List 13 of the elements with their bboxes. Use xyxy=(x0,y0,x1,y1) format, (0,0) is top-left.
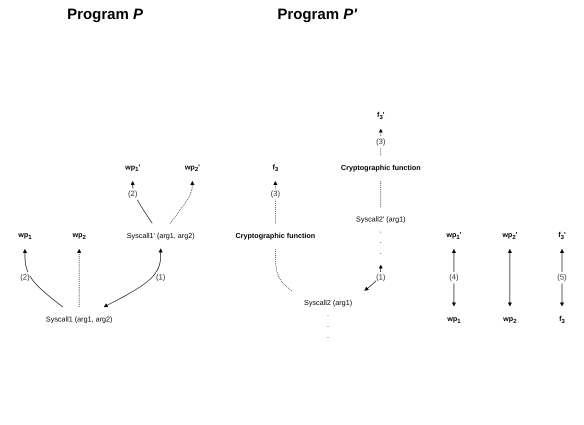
arrow xyxy=(104,248,163,308)
arrow xyxy=(452,248,456,306)
arrow xyxy=(170,180,194,224)
connector xyxy=(380,180,382,208)
arrow xyxy=(560,248,564,306)
column-heading: Program P xyxy=(67,6,144,22)
arrow xyxy=(508,248,512,306)
arrow xyxy=(77,248,82,308)
column-heading: Program P' xyxy=(277,6,357,22)
arrow xyxy=(130,180,153,224)
arrow xyxy=(22,248,64,308)
connector xyxy=(275,248,292,292)
arrow xyxy=(364,264,383,291)
